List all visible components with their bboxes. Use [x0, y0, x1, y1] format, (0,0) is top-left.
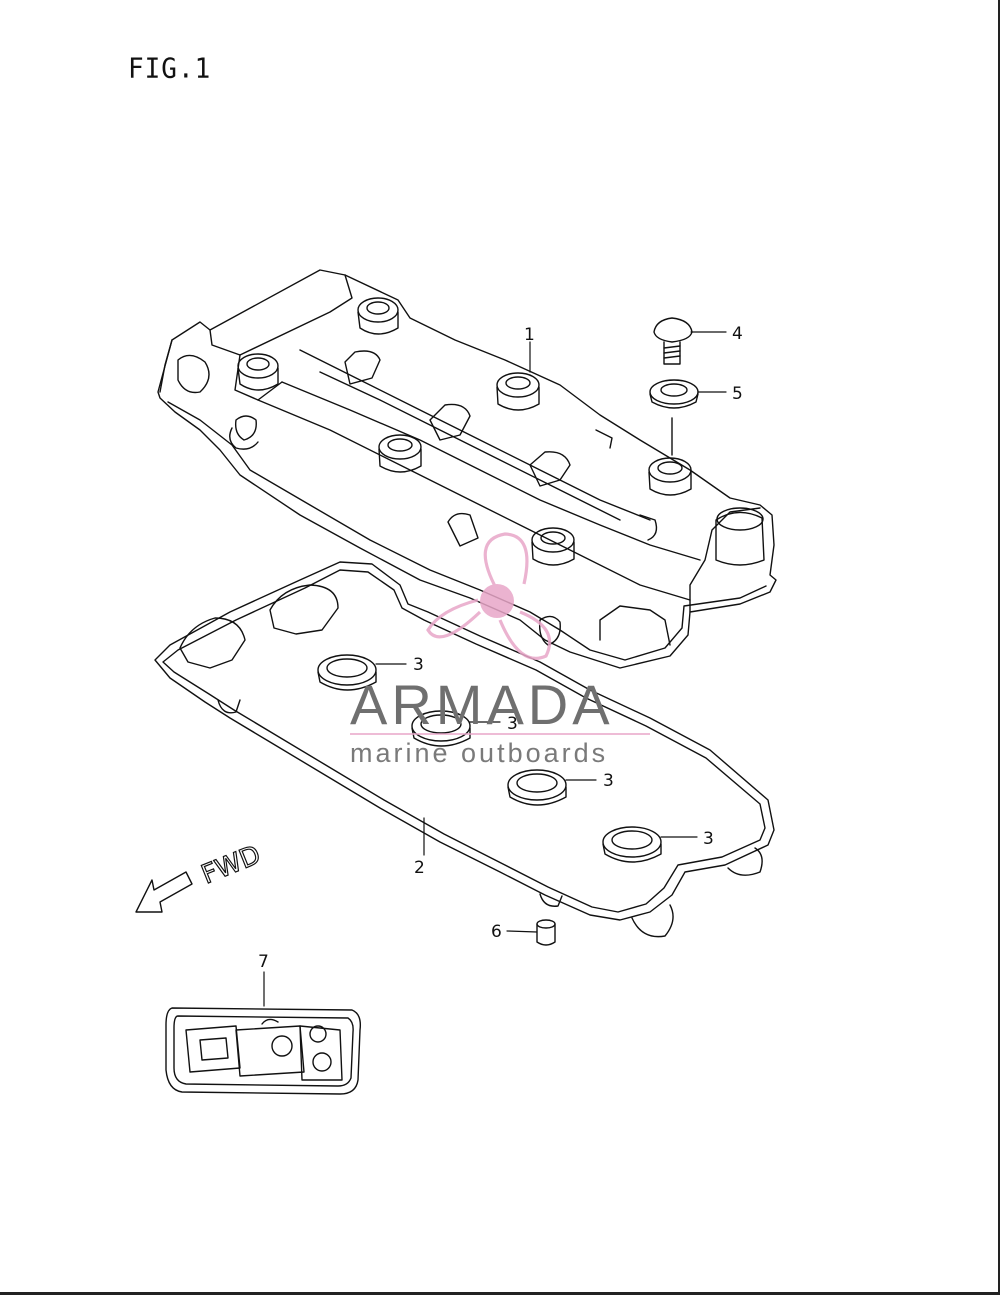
watermark-tagline: marine outboards — [350, 738, 608, 768]
head-cover-gasket — [154, 561, 775, 938]
spark-plug-boss-4 — [378, 434, 422, 473]
figure-title: FIG.1 — [128, 53, 212, 85]
dowel-pin — [536, 919, 556, 946]
watermark-name: ARMADA — [350, 673, 614, 736]
callout-4: 4 — [732, 324, 743, 344]
watermark-logo-icon — [426, 532, 552, 660]
callout-7: 7 — [258, 952, 269, 972]
callout-5: 5 — [732, 384, 743, 404]
gasket-set-package — [165, 1007, 362, 1095]
spark-plug-boss-2 — [237, 353, 279, 391]
callout-3c: 3 — [603, 771, 614, 791]
spark-plug-boss-1 — [357, 297, 399, 335]
spark-plug-boss-5 — [648, 457, 692, 496]
callout-1: 1 — [524, 325, 535, 345]
frame-bottom-border — [0, 1292, 1000, 1295]
spark-plug-boss-3 — [496, 372, 540, 411]
cover-bolt-grommet — [649, 379, 699, 456]
cylinder-head-cover — [157, 269, 777, 669]
callout-3d: 3 — [703, 829, 714, 849]
callout-3b: 3 — [507, 714, 518, 734]
plug-seal-2 — [411, 710, 471, 747]
direction-label: FWD — [197, 840, 265, 891]
callout-3a: 3 — [413, 655, 424, 675]
forward-arrow-icon — [135, 871, 193, 913]
leader-lines — [263, 331, 727, 1007]
callout-6: 6 — [491, 922, 502, 942]
plug-seal-3 — [507, 769, 567, 806]
cover-bolt — [653, 317, 693, 365]
plug-seal-4 — [602, 826, 662, 863]
plug-seal-1 — [317, 654, 377, 691]
spark-plug-boss-6 — [531, 527, 575, 566]
frame-right-border — [998, 0, 1000, 1295]
callout-2: 2 — [414, 858, 425, 878]
